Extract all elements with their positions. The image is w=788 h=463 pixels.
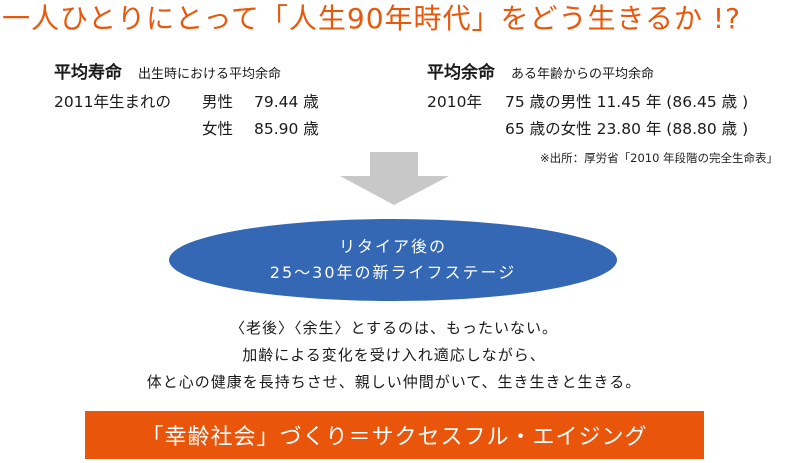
life-expectancy-row-1-value: 79.44 歳 [254,93,319,111]
life-expectancy-row-1-year: 2011年生まれの [54,93,171,111]
remaining-life-row-1-year: 2010年 [427,93,482,111]
message-line-2: 加齢による変化を受け入れ適応しながら、 [242,346,546,364]
source-note: ※出所：厚労省「2010 年段階の完全生命表」 [540,151,779,165]
remaining-life-row-1-text: 75 歳の男性 11.45 年 (86.45 歳 ) [505,93,749,111]
message-line-3: 体と心の健康を長持ちさせ、親しい仲間がいて、生き生きと生きる。 [146,373,642,391]
remaining-life-heading: 平均余命 ある年齢からの平均余命 [427,62,654,86]
life-expectancy-heading: 平均寿命 出生時における平均余命 [54,62,281,86]
life-expectancy-row-1-sex: 男性 [202,93,234,111]
life-expectancy-title: 平均寿命 [54,63,122,83]
remaining-life-subtitle: ある年齢からの平均余命 [511,67,655,82]
new-life-stage-ellipse: リタイア後の 25～30年の新ライフステージ [169,219,617,301]
remaining-life-title: 平均余命 [427,63,495,83]
banner-text: 「幸齢社会」づくり＝サクセスフル・エイジング [141,425,648,450]
page-title: 一人ひとりにとって「人生90年時代」をどう生きるか !? [2,2,741,35]
message-line-1: 〈老後〉〈余生〉とするのは、もったいない。 [229,319,559,337]
down-arrow-icon [340,152,450,206]
ellipse-line-2: 25～30年の新ライフステージ [269,263,517,282]
life-expectancy-row-2-sex: 女性 [202,120,234,138]
life-expectancy-subtitle: 出生時における平均余命 [138,67,282,82]
ellipse-line-1: リタイア後の [338,237,447,256]
life-expectancy-row-2-value: 85.90 歳 [254,120,319,138]
successful-aging-banner: 「幸齢社会」づくり＝サクセスフル・エイジング [85,411,704,459]
message-block: 〈老後〉〈余生〉とするのは、もったいない。 加齢による変化を受け入れ適応しながら… [0,315,788,396]
remaining-life-row-2-text: 65 歳の女性 23.80 年 (88.80 歳 ) [505,120,749,138]
